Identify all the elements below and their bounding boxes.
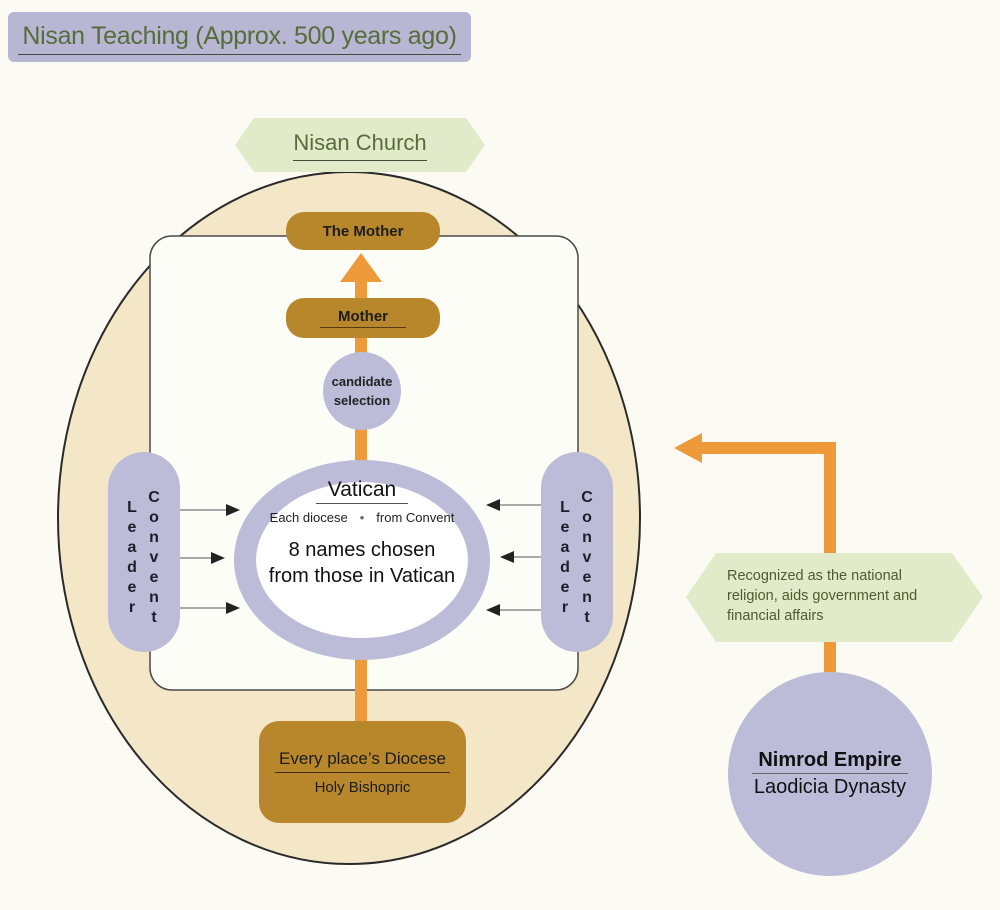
right-convent-arrows bbox=[486, 499, 541, 616]
connector-vatican-to-diocese bbox=[355, 650, 367, 724]
empire-banner: Recognized as the national religion, aid… bbox=[727, 566, 967, 626]
candidate-selection-node: candidate selection bbox=[323, 352, 401, 430]
diocese-title: Every place’s Diocese bbox=[275, 749, 450, 773]
right-convent-node: Leader Convent bbox=[541, 452, 613, 652]
vatican-ring bbox=[234, 460, 490, 660]
empire-banner-shape bbox=[686, 553, 983, 642]
arrow-left-icon bbox=[674, 433, 702, 463]
left-convent-arrows bbox=[180, 504, 240, 614]
empire-banner-line2: religion, aids government and bbox=[727, 588, 918, 604]
vatican-subtitle-right: from Convent bbox=[376, 510, 455, 525]
arrow-left-icon bbox=[500, 551, 514, 563]
nimrod-empire-circle bbox=[728, 672, 932, 876]
page-title: Nisan Teaching (Approx. 500 years ago) bbox=[18, 22, 461, 55]
vatican-main-line2: from those in Vatican bbox=[268, 565, 456, 587]
church-banner: Nisan Church bbox=[235, 118, 485, 172]
nimrod-empire-node: Nimrod Empire Laodicia Dynasty bbox=[728, 672, 932, 876]
church-label: Nisan Church bbox=[293, 130, 427, 161]
empire-dynasty: Laodicia Dynasty bbox=[753, 776, 907, 798]
connector-mother-to-candidate bbox=[355, 334, 367, 356]
the-mother-label: The Mother bbox=[322, 222, 404, 240]
empire-name: Nimrod Empire bbox=[752, 749, 908, 774]
left-leader-label: Leader bbox=[127, 499, 137, 616]
candidate-label-line1: candidate bbox=[331, 374, 393, 389]
arrow-up-icon bbox=[340, 253, 382, 282]
empire-banner-line3: financial affairs bbox=[727, 608, 824, 624]
title-banner: Nisan Teaching (Approx. 500 years ago) bbox=[8, 12, 471, 62]
diocese-subtitle: Holy Bishopric bbox=[314, 778, 411, 796]
vatican-main-line1: 8 names chosen bbox=[288, 539, 436, 561]
the-mother-box bbox=[286, 212, 440, 250]
empire-banner-line1: Recognized as the national bbox=[727, 568, 902, 584]
connector-candidate-to-vatican bbox=[355, 426, 367, 466]
candidate-selection-circle bbox=[323, 352, 401, 430]
right-convent-pill bbox=[541, 452, 613, 652]
empire-connector-upper bbox=[824, 442, 836, 556]
diocese-node: Every place’s Diocese Holy Bishopric bbox=[259, 721, 466, 823]
arrow-right-icon bbox=[211, 552, 225, 564]
church-banner-shape bbox=[235, 118, 485, 172]
right-convent-label: Convent bbox=[581, 489, 593, 626]
the-mother-node: The Mother bbox=[286, 212, 440, 250]
arrow-left-icon bbox=[486, 499, 500, 511]
vatican-subtitle: Each diocese • from Convent bbox=[270, 510, 455, 525]
right-leader-label: Leader bbox=[560, 499, 570, 616]
arrow-right-icon bbox=[226, 602, 240, 614]
vatican-subtitle-left: Each diocese bbox=[269, 510, 348, 525]
left-convent-node: Leader Convent bbox=[108, 452, 180, 652]
empire-connector-horizontal bbox=[700, 442, 836, 454]
empire-connector-lower bbox=[824, 640, 836, 680]
vatican-title: Vatican bbox=[315, 478, 409, 504]
arrow-right-icon bbox=[226, 504, 240, 516]
candidate-label-line2: selection bbox=[333, 393, 391, 408]
left-convent-label: Convent bbox=[148, 489, 160, 626]
vatican-node: Vatican Each diocese • from Convent 8 na… bbox=[245, 478, 479, 638]
mother-box bbox=[286, 298, 440, 338]
arrow-left-icon bbox=[486, 604, 500, 616]
mother-node: Mother bbox=[286, 298, 440, 338]
vatican-subtitle-separator: • bbox=[359, 510, 365, 525]
mother-label: Mother bbox=[320, 308, 406, 328]
left-convent-pill bbox=[108, 452, 180, 652]
